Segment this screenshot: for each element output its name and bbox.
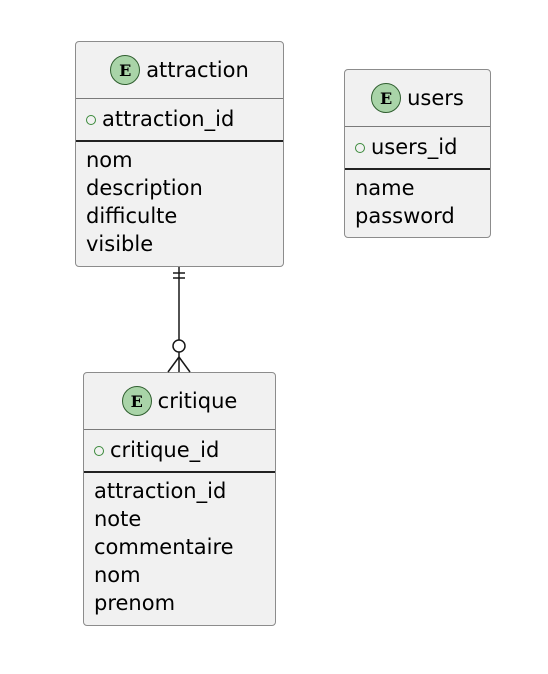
entity-header: E attraction [76,42,283,98]
zero-marker-circle [172,339,186,353]
attribute-item: nom [94,563,141,587]
relationship-connector [167,267,191,373]
attribute-item: prenom [94,591,176,615]
key-divider [76,140,283,142]
entity-header: E critique [84,373,275,429]
primary-key-label: users_id [371,135,458,159]
attribute-list: attraction_id note commentaire nom preno… [84,473,275,617]
entity-title: attraction [146,57,249,82]
header-divider [84,429,275,430]
primary-key-icon [355,142,365,153]
attribute-item: difficulte [86,204,178,228]
key-divider [84,471,275,473]
many-marker-prong [178,356,191,373]
primary-key-icon [94,445,104,456]
header-divider [76,98,283,99]
primary-key-label: attraction_id [102,107,235,131]
attribute-item: commentaire [94,535,234,559]
attribute-item: name [355,176,415,200]
entity-attraction: E attraction attraction_id nom descripti… [75,41,284,267]
entity-title: users [407,85,464,110]
entity-users: E users users_id name password [344,69,491,238]
attribute-item: note [94,507,142,531]
primary-key-row: critique_id [84,430,275,471]
attribute-item: description [86,176,203,200]
many-marker-prong [167,356,180,373]
diagram-canvas: E attraction attraction_id nom descripti… [60,28,498,638]
entity-badge-icon: E [110,55,141,85]
attribute-list: nom description difficulte visible [76,142,283,258]
entity-header: E users [345,70,490,126]
primary-key-label: critique_id [110,438,220,462]
attribute-item: visible [86,232,154,256]
attribute-item: attraction_id [94,479,227,503]
primary-key-icon [86,114,96,125]
attribute-item: nom [86,148,133,172]
attribute-item: password [355,204,455,228]
entity-title: critique [157,388,238,413]
entity-critique: E critique critique_id attraction_id not… [83,372,276,626]
header-divider [345,126,490,127]
primary-key-row: attraction_id [76,99,283,140]
attribute-list: name password [345,170,490,230]
key-divider [345,168,490,170]
entity-badge-icon: E [371,83,402,113]
primary-key-row: users_id [345,127,490,168]
entity-badge-icon: E [121,386,152,416]
